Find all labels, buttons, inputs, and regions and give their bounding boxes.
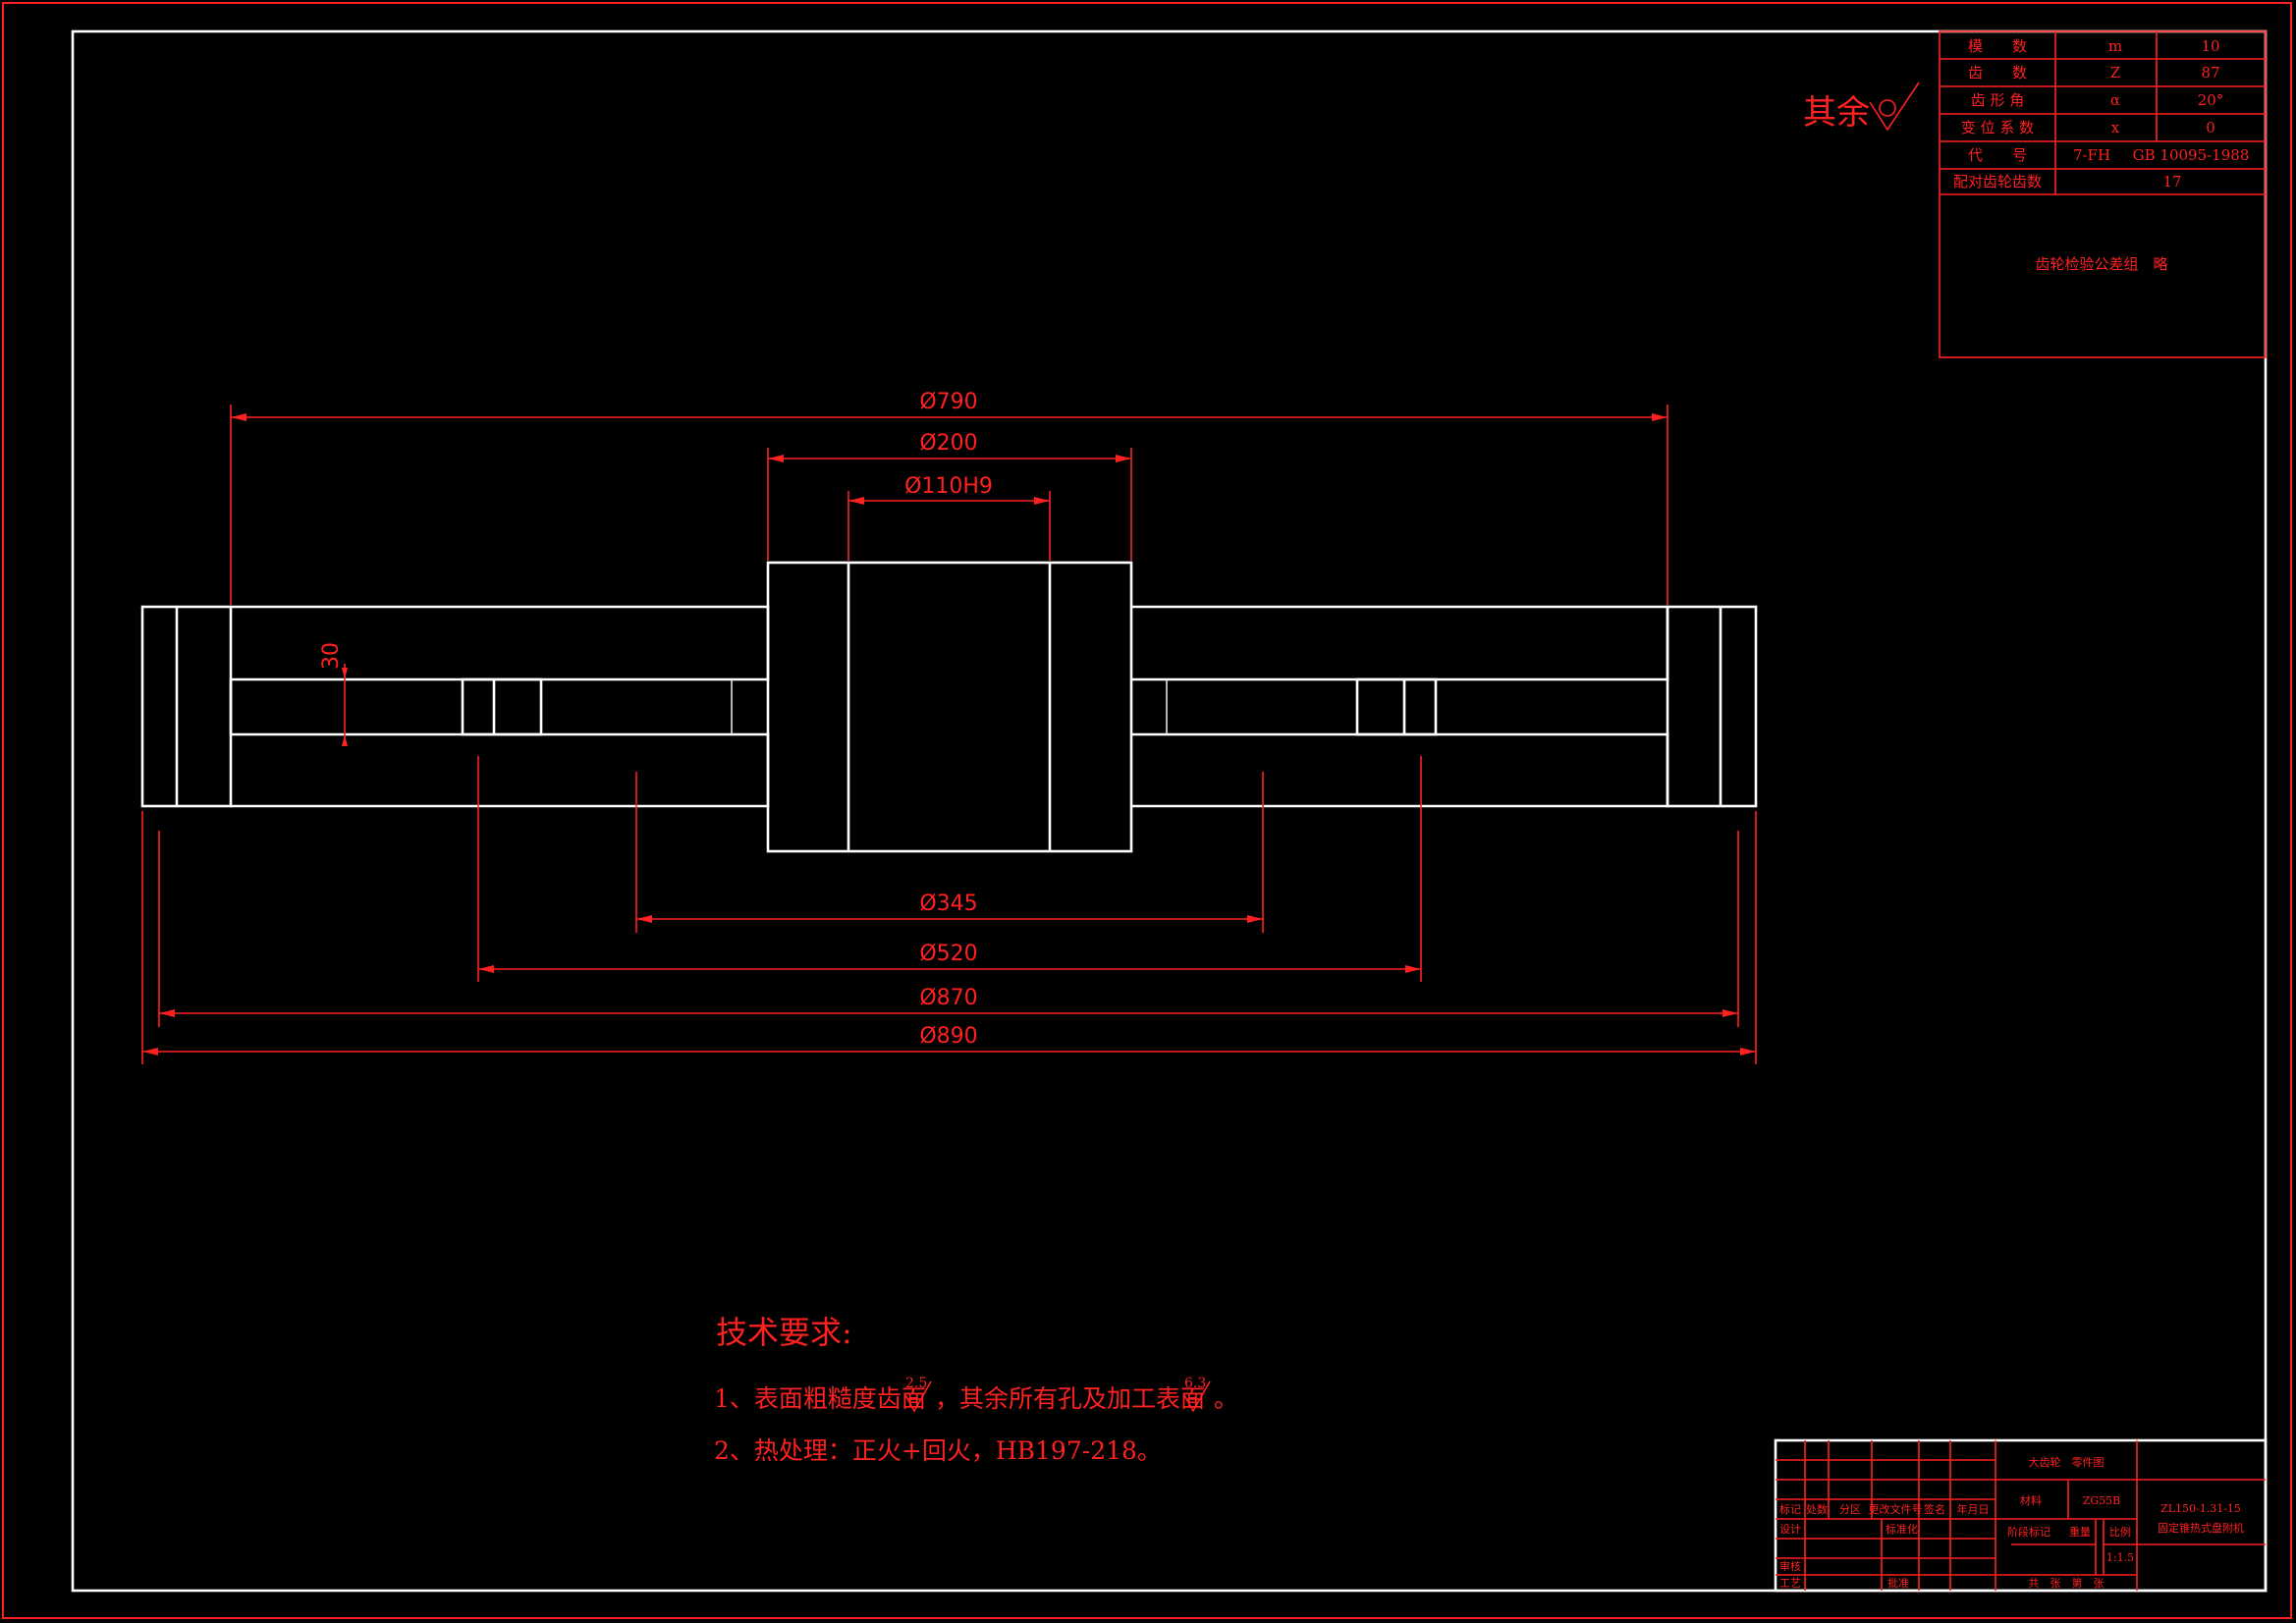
roughness-note-label: 其余 <box>1803 93 1870 133</box>
scale-value: 1:1.5 <box>2106 1551 2134 1564</box>
weight-label: 重量 <box>2069 1525 2091 1539</box>
title-block: 标记 处数 分区 更改文件号 签名 年月日 设计 标准化 审核 工艺 批准 大齿… <box>1774 1438 2268 1593</box>
param-name-code: 代 号 <box>1968 146 2027 164</box>
requirement-1-text-c: 。 <box>1214 1384 1238 1413</box>
param-symbol-shift: x <box>2111 119 2120 136</box>
standardization-label: 标准化 <box>1886 1522 1918 1536</box>
rev-header-sign: 签名 <box>1924 1502 1945 1516</box>
drawing-number: ZL150-1.31-15 <box>2160 1502 2241 1515</box>
requirement-line-2: 2、热处理：正火+回火，HB197-218。 <box>714 1436 1162 1465</box>
param-symbol-module: m <box>2108 37 2122 55</box>
rev-header-date: 年月日 <box>1957 1502 1990 1516</box>
dim-110-label: Ø110H9 <box>904 474 993 499</box>
mating-gear-value: 17 <box>2162 173 2181 190</box>
dim-520-label: Ø520 <box>919 942 977 966</box>
param-value-module: 10 <box>2201 37 2219 55</box>
param-value-code: GB 10095-1988 <box>2133 146 2250 164</box>
roughness-value-6-3: 6.3 <box>1184 1376 1206 1391</box>
roughness-symbol-icon <box>1869 81 1920 132</box>
dim-30-label: 30 <box>319 642 344 670</box>
check-label: 审核 <box>1779 1559 1801 1573</box>
gear-parameter-table: 模 数 m 10 齿 数 Z 87 齿 形 角 α 20° 变 位 系 数 x … <box>1939 30 2267 358</box>
dim-790-label: Ø790 <box>919 390 977 414</box>
dim-890-label: Ø890 <box>919 1024 977 1049</box>
rev-header-mark: 标记 <box>1779 1502 1801 1516</box>
scale-label: 比例 <box>2109 1525 2131 1539</box>
dim-345-label: Ø345 <box>919 892 977 916</box>
rev-header-zone: 分区 <box>1839 1503 1861 1516</box>
design-label: 设计 <box>1779 1523 1801 1536</box>
technical-requirements: 技术要求: 1、表面粗糙度齿面 2.5 ，其余所有孔及加工表面 6.3 。 2、… <box>714 1314 1238 1465</box>
param-name-module: 模 数 <box>1968 37 2027 55</box>
part-name: 大齿轮 零件图 <box>2029 1455 2105 1469</box>
param-symbol-teeth: Z <box>2110 64 2120 81</box>
mating-gear-label: 配对齿轮齿数 <box>1953 173 2042 190</box>
rev-header-doc: 更改文件号 <box>1869 1502 1923 1516</box>
inner-frame <box>71 29 2268 1593</box>
sheet-count: 共 张 第 张 <box>2029 1576 2105 1590</box>
gear-section-view <box>140 561 1758 853</box>
dimension-lines: Ø790 Ø200 Ø110H9 30 Ø345 Ø520 Ø870 <box>141 390 1757 1064</box>
param-name-shift: 变 位 系 数 <box>1961 119 2034 136</box>
requirement-1-text-b: ，其余所有孔及加工表面 <box>935 1384 1205 1413</box>
dim-870-label: Ø870 <box>919 986 977 1010</box>
param-symbol-pressure-angle: α <box>2110 91 2120 109</box>
material-label: 材料 <box>2020 1493 2042 1507</box>
param-value-pressure-angle: 20° <box>2198 91 2224 109</box>
process-label: 工艺 <box>1779 1577 1801 1590</box>
stage-label: 阶段标记 <box>2007 1525 2050 1539</box>
param-name-pressure-angle: 齿 形 角 <box>1971 91 2025 109</box>
param-value-teeth: 87 <box>2201 64 2219 81</box>
requirement-1-text-a: 1、表面粗糙度齿面 <box>714 1384 926 1413</box>
roughness-symbol-icon <box>1183 1380 1211 1413</box>
requirement-line-1: 1、表面粗糙度齿面 <box>714 1384 926 1413</box>
rev-header-count: 处数 <box>1806 1503 1828 1516</box>
tolerance-note: 齿轮检验公差组 略 <box>2035 255 2167 273</box>
requirements-title: 技术要求: <box>716 1314 852 1351</box>
dim-200-label: Ø200 <box>919 431 977 456</box>
roughness-value-2-5: 2.5 <box>905 1376 927 1391</box>
param-symbol-code: 7-FH <box>2073 146 2110 164</box>
roughness-symbol-icon <box>904 1380 932 1413</box>
param-name-teeth: 齿 数 <box>1968 64 2027 81</box>
material-value: ZG55B <box>2083 1494 2121 1507</box>
product-name: 固定锥热式盘附机 <box>2158 1521 2244 1535</box>
approve-label: 批准 <box>1887 1576 1909 1590</box>
param-value-shift: 0 <box>2206 119 2215 136</box>
